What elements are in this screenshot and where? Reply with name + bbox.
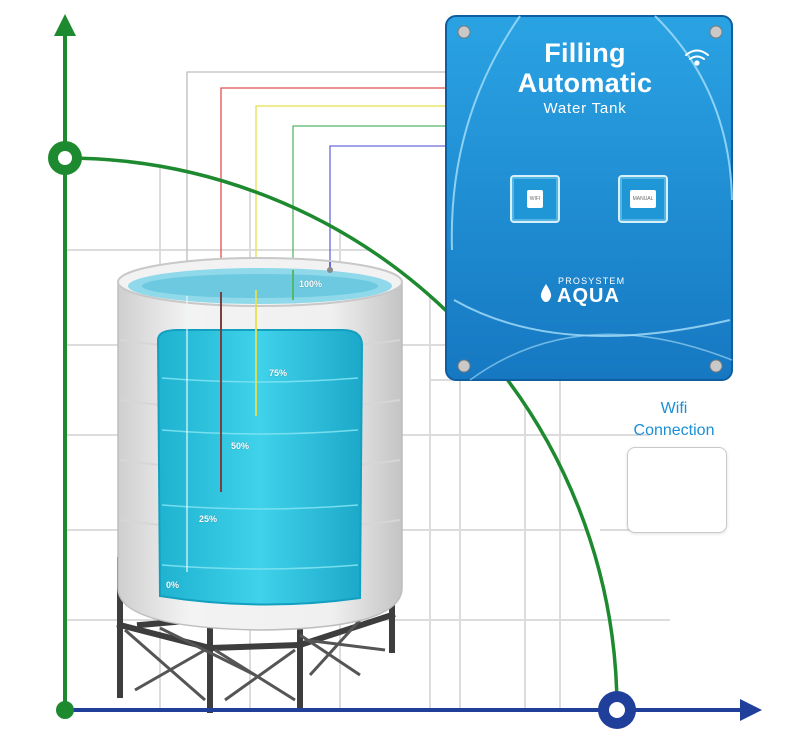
wifi-connection-card (627, 447, 727, 533)
manual-button-label: MANUAL (629, 190, 657, 208)
wifi-caption-line2: Connection (633, 422, 715, 439)
wifi-caption-line1: Wifi (660, 400, 688, 417)
origin-dot (56, 701, 74, 719)
controller-title-line1: Filling (544, 38, 626, 68)
horizontal-axis-arrow (740, 699, 762, 721)
water-tank (117, 257, 403, 631)
level-label-0: 0% (166, 580, 180, 590)
water-drop-icon (540, 284, 552, 302)
level-label-50: 50% (231, 441, 250, 451)
level-label-100: 100% (299, 279, 323, 289)
controller-subtitle: Water Tank (543, 100, 627, 117)
brand-prosystem: PROSYSTEM (558, 276, 626, 286)
manual-button[interactable]: MANUAL (618, 175, 668, 223)
wifi-connection-caption: Wifi Connection (612, 398, 736, 442)
level-label-75: 75% (269, 368, 288, 378)
wifi-button[interactable]: WIFI (510, 175, 560, 223)
controller-panel (445, 15, 733, 381)
panel-wifi-icon (685, 49, 709, 66)
controller-title: Filling Automatic Water Tank (450, 38, 720, 120)
wifi-button-label: WIFI (526, 190, 544, 208)
vertical-axis-arrow (54, 14, 76, 36)
level-label-25: 25% (199, 514, 218, 524)
brand-aqua: AQUA (557, 285, 620, 307)
controller-title-line2: Automatic (517, 68, 653, 98)
